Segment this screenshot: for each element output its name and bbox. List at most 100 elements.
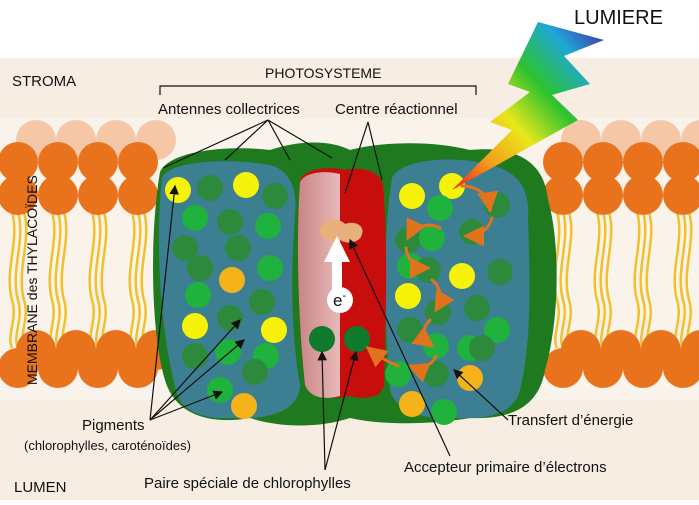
transfert-label: Transfert d’énergie <box>508 412 633 429</box>
electron-label: e- <box>333 290 346 310</box>
lumiere-label: LUMIERE <box>574 7 663 29</box>
leader-antennes <box>267 119 333 159</box>
lipid-head-top <box>118 142 158 182</box>
leader-paire <box>324 350 359 471</box>
special-pair-chlorophyll-left <box>309 326 335 352</box>
lipid-tail <box>605 211 613 349</box>
lipid-tail <box>633 211 641 349</box>
pigment <box>261 317 287 343</box>
lipid-tail <box>685 211 693 349</box>
pigment <box>257 255 283 281</box>
lipid-tail <box>679 211 687 349</box>
leader-antennes <box>267 119 291 161</box>
lipid-tail <box>14 211 22 349</box>
pigment <box>219 267 245 293</box>
pigment <box>449 263 475 289</box>
stroma-label: STROMA <box>12 73 76 90</box>
lipid-tail <box>593 211 601 349</box>
lipid-head-top <box>663 142 699 182</box>
transfer-arrow <box>365 346 400 368</box>
pigments-detail-label: (chlorophylles, caroténoïdes) <box>24 438 191 453</box>
lipid-tail <box>673 211 681 349</box>
leader-pigments <box>149 339 245 421</box>
photosysteme-label: PHOTOSYSTEME <box>265 65 381 81</box>
lipid-tail <box>88 211 96 349</box>
pigment <box>487 259 513 285</box>
primary-acceptor-shape <box>319 219 363 243</box>
leader-paire <box>317 350 328 471</box>
lipid-head-top <box>583 142 623 182</box>
centre-label: Centre réactionnel <box>335 101 458 118</box>
transfer-arrow <box>460 184 499 213</box>
pigment <box>457 365 483 391</box>
pigment <box>395 283 421 309</box>
transfer-arrow <box>430 278 455 313</box>
lipid-head-top <box>623 175 663 215</box>
pigment <box>187 255 213 281</box>
pigment <box>415 257 441 283</box>
lipid-head-bottom <box>623 348 663 388</box>
lipid-head-top <box>78 142 118 182</box>
lipid-heads-front <box>0 142 699 388</box>
lipid-head-top <box>38 142 78 182</box>
pigment <box>217 305 243 331</box>
leader-antennes <box>162 119 269 169</box>
lipid-tail <box>94 211 102 349</box>
pigment <box>185 282 211 308</box>
antennes-label: Antennes collectrices <box>158 101 300 118</box>
lipid-head-top <box>623 142 663 182</box>
lipid-tail <box>140 211 148 349</box>
lipid-tail <box>60 211 68 349</box>
pigment <box>197 175 223 201</box>
lipid-tails <box>8 211 693 349</box>
leader-centre <box>367 121 383 181</box>
membrane-label: MEMBRANE des THYLACOÏDES <box>24 175 40 385</box>
pigment <box>464 295 490 321</box>
lipid-head-bottom <box>38 348 78 388</box>
special-pair-chlorophyll-right <box>344 326 370 352</box>
leader-centre <box>344 121 369 194</box>
lipid-tail <box>559 211 567 349</box>
lipid-tail <box>100 211 108 349</box>
lipid-tail <box>639 211 647 349</box>
pigment <box>385 361 411 387</box>
pigment <box>207 377 233 403</box>
leader-pigments <box>149 319 241 421</box>
lipid-head-top <box>38 175 78 215</box>
lipid-head-bottom <box>543 348 583 388</box>
lipid-tail <box>8 211 16 349</box>
electron-circle <box>327 287 353 313</box>
leader-pigments <box>149 390 224 421</box>
energy-transfer-arrows <box>365 184 499 383</box>
transfer-arrow <box>404 246 431 279</box>
pigment <box>439 173 465 199</box>
lipid-tail <box>20 211 28 349</box>
pigment <box>399 391 425 417</box>
lipid-head-top <box>663 175 699 215</box>
pigment <box>182 343 208 369</box>
photosysteme-bracket <box>159 85 477 95</box>
pigment <box>233 172 259 198</box>
lipid-head-top <box>0 175 38 215</box>
lipid-tail <box>645 211 653 349</box>
leader-lines <box>149 119 509 471</box>
transfer-arrow <box>411 318 435 348</box>
lipid-head-bottom <box>583 348 623 388</box>
pigment <box>231 393 257 419</box>
pigment <box>395 227 421 253</box>
lipid-head-bottom <box>663 348 699 388</box>
pigment <box>399 183 425 209</box>
pigment <box>484 317 510 343</box>
lipid-head-top <box>583 175 623 215</box>
pigment <box>262 183 288 209</box>
pigment <box>182 205 208 231</box>
lipid-tail <box>599 211 607 349</box>
lipid-tail <box>54 211 62 349</box>
leader-pigments <box>149 184 179 421</box>
lipid-head-bottom <box>118 348 158 388</box>
pigment <box>469 335 495 361</box>
accepteur-label: Accepteur primaire d’électrons <box>404 459 607 476</box>
transfer-arrow <box>463 216 494 247</box>
lipid-tail <box>134 211 142 349</box>
